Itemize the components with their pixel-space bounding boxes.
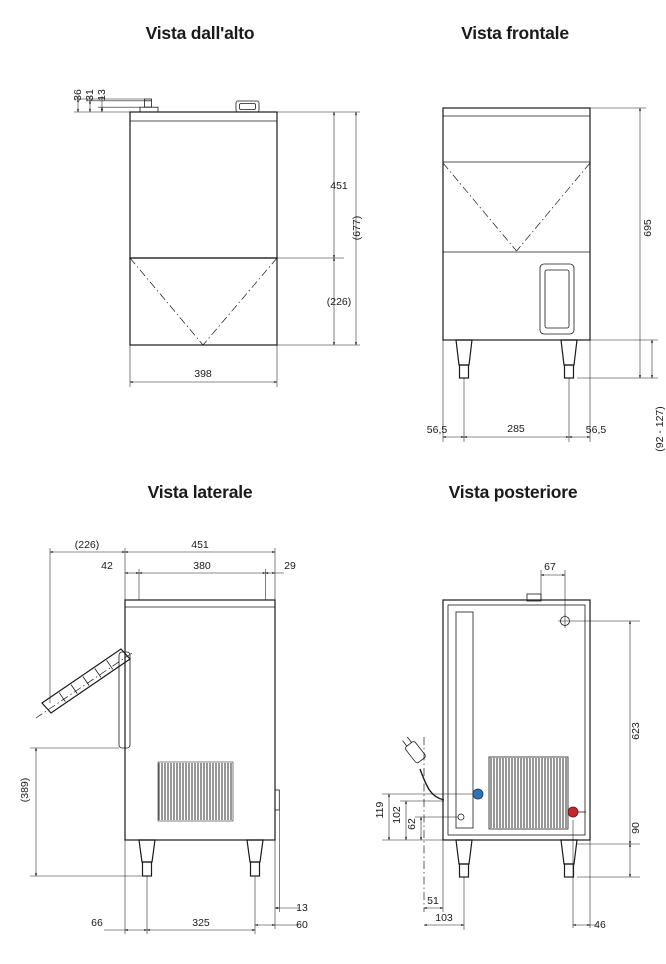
front-extension-lines [442,107,658,442]
dim-325: 325 [192,917,210,929]
side-rear-leg [246,839,264,863]
dim-46: 46 [594,919,606,931]
rear-grille-border [488,756,569,830]
drain-stub [457,813,465,821]
dim-42: 42 [101,560,113,572]
side-view-title: Vista laterale [148,482,253,502]
front-access-door-inner [544,269,570,329]
side-rear-foot [249,861,261,877]
side-grille [158,763,232,820]
dim-90: 90 [630,822,642,834]
dim-380: 380 [193,560,211,572]
top-body-outline [129,111,278,259]
dim-51: 51 [427,895,439,907]
dim-451-side: 451 [191,539,209,551]
dim-226-side: (226) [75,539,100,551]
rear-left-leg [455,839,473,865]
rear-body-outline [442,599,591,841]
dim-103: 103 [435,912,453,924]
top-rear-fitting [235,100,260,113]
front-left-leg [455,339,473,366]
dim-398: 398 [194,368,212,380]
dim-226: (226) [327,296,352,308]
dim-389: (389) [19,778,31,803]
front-access-door [539,263,575,335]
top-hinge-nub [144,98,152,108]
plug-body [405,741,426,764]
drain-valve [567,806,579,818]
dim-119: 119 [374,801,386,818]
rear-panel-inner [447,604,586,836]
dim-leg-range: (92 - 127) [654,406,666,452]
dim-67: 67 [544,561,556,573]
top-handle [139,106,159,113]
front-panel-seams [443,115,590,253]
plug-pins [402,736,412,747]
power-cord [419,768,445,801]
front-view: Vista frontale 695 56,5 285 56,5 (92 - 1… [427,23,666,452]
side-front-leg [138,839,156,863]
rear-left-foot [458,863,470,878]
water-inlet-port [472,788,484,800]
dim-623: 623 [630,722,642,740]
top-dim-leaders [77,96,103,108]
dim-285: 285 [507,423,525,435]
side-rear-fitting [274,789,280,811]
top-rear-fitting-inner [239,103,256,110]
dim-695: 695 [642,219,654,237]
front-right-foot [563,364,575,379]
dim-102: 102 [391,806,403,824]
side-open-door [41,648,131,714]
rear-right-leg [560,839,578,865]
dim-451: 451 [330,180,348,192]
side-body-outline [124,599,276,841]
rear-cable-raceway [455,611,474,829]
side-door-hatch [58,660,114,702]
dim-56-right: 56,5 [586,424,607,436]
side-view: Vista laterale (226) 451 42 [19,482,308,934]
side-door-centerline [35,652,133,719]
dim-13: 13 [96,89,108,101]
rear-right-foot [563,863,575,878]
front-body-outline [442,107,591,341]
rear-extension-lines [382,570,640,930]
top-view-title: Vista dall'alto [146,23,255,43]
front-left-foot [458,364,470,379]
power-plug [402,736,426,764]
dim-36: 36 [72,89,84,101]
side-front-foot [141,861,153,877]
rear-grille [490,758,567,828]
dim-56-left: 56,5 [427,424,448,436]
top-door-zone [129,257,278,346]
front-door-centerlines [442,162,591,252]
dim-29: 29 [284,560,296,572]
dim-31: 31 [84,89,96,101]
top-extension-lines [74,98,360,387]
rear-view-title: Vista posteriore [449,482,578,502]
dim-677: (677) [351,216,363,241]
dim-60: 60 [296,919,308,931]
front-view-title: Vista frontale [461,23,569,43]
side-grille-border [157,761,234,822]
rear-view: Vista posteriore [374,482,642,931]
top-door-centerlines [129,257,278,346]
rear-earth-stud-cross [558,614,572,628]
top-view: Vista dall'alto 36 31 13 451 (226) (677)… [72,23,363,387]
dim-66: 66 [91,917,103,929]
front-right-leg [560,339,578,366]
dim-62: 62 [406,818,418,830]
dim-13-side: 13 [296,902,308,914]
